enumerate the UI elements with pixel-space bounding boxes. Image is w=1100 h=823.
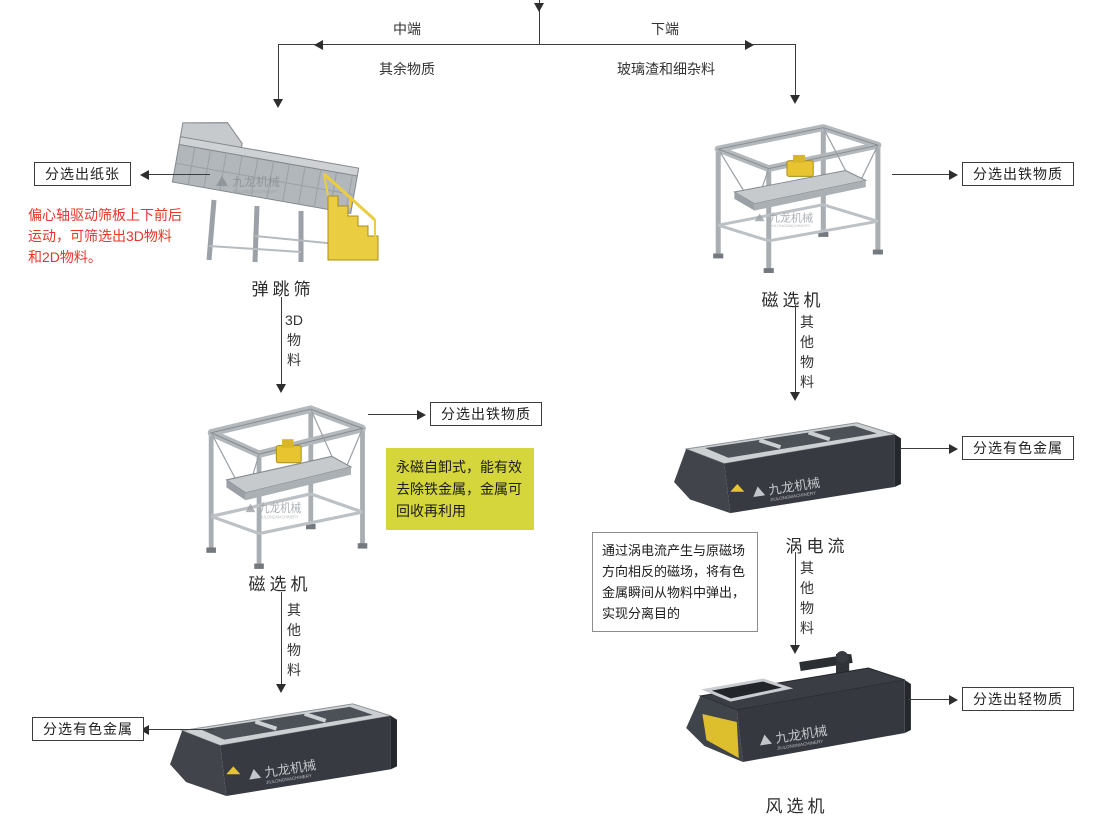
output-box-light: 分选出轻物质 (962, 687, 1074, 711)
watermark-en: JIULONGMACHINERY (259, 514, 299, 519)
arrowhead-nonferrous-right-icon (949, 444, 958, 454)
arrowhead-other-right-1-icon (790, 392, 800, 401)
output-box-nonferrous-right: 分选有色金属 (962, 436, 1074, 460)
feed-opening (701, 678, 794, 702)
arrowhead-paper-icon (140, 170, 149, 180)
jiulong-logo-icon (216, 176, 228, 186)
connector-iron-left (368, 414, 418, 415)
branch-label-bottom: 下端 (651, 21, 679, 37)
arrowhead-split-left-icon (314, 40, 323, 50)
machine-magnetic-separator-left: 九龙机械 JIULONGMACHINERY (192, 392, 374, 570)
magnetic-separator-illustration: 九龙机械 JIULONGMACHINERY (206, 405, 368, 569)
machine-label-air-separator: 风选机 (765, 797, 829, 816)
arrowhead-drop-right-icon (790, 95, 800, 104)
material-label-mid: 其余物质 (379, 61, 435, 77)
branch-label-mid: 中端 (393, 21, 421, 37)
machine-bounce-screen: 九龙机械 JIULONGMACHINERY (158, 110, 395, 270)
arrowhead-3d-icon (276, 384, 286, 393)
watermark-cn: 九龙机械 (769, 210, 813, 224)
machine-magnetic-separator-right: 九龙机械 JIULONGMACHINERY (698, 112, 890, 274)
jiulong-logo-icon (753, 486, 766, 498)
eddy-current-illustration: 九龙机械 JIULONGMACHINERY (170, 703, 397, 797)
bounce-screen-note: 偏心轴驱动筛板上下前后 运动，可筛选出3D物料 和2D物料。 (28, 207, 182, 265)
arrowhead-light-icon (949, 695, 958, 705)
flow-line-other-right-1 (795, 305, 796, 395)
machine-label-magnetic-left: 磁选机 (248, 575, 312, 594)
flow-line-3d (281, 297, 282, 387)
machine-label-eddy-current: 涡电流 (785, 537, 849, 556)
machine-air-separator: 九龙机械 JIULONGMACHINERY (670, 650, 918, 776)
flow-line-feed (539, 0, 540, 45)
bounce-screen-illustration: 九龙机械 JIULONGMACHINERY (171, 122, 379, 263)
bounce-screen-legs (206, 199, 340, 263)
arrowhead-drop-left-icon (273, 99, 283, 108)
connector-nonferrous-right (900, 448, 950, 449)
eddy-note: 通过涡电流产生与原磁场 方向相反的磁场，将有色 金属瞬间从物料中弹出， 实现分离… (592, 532, 758, 632)
arrowhead-split-right-icon (745, 40, 754, 50)
flow-label-3d-material: 3D 物 料 (285, 312, 303, 368)
flow-label-other-right-2: 其 他 物 料 (800, 560, 814, 636)
eddy-current-illustration: 九龙机械 JIULONGMACHINERY (674, 422, 901, 514)
connector-paper (149, 174, 210, 175)
jiulong-logo-icon (759, 734, 772, 746)
magnetic-separator-illustration: 九龙机械 JIULONGMACHINERY (713, 124, 883, 274)
warning-triangle-icon (226, 766, 241, 775)
output-box-iron-left: 分选出铁物质 (430, 402, 542, 426)
air-separator-illustration: 九龙机械 JIULONGMACHINERY (686, 651, 911, 762)
magnet-motor (275, 445, 302, 464)
magnetic-watermark: 九龙机械 JIULONGMACHINERY (754, 210, 813, 228)
magnet-motor (786, 160, 814, 177)
eddy-watermark: 九龙机械 JIULONGMACHINERY (753, 475, 821, 502)
output-box-paper: 分选出纸张 (34, 162, 131, 186)
connector-light (908, 699, 950, 700)
machine-label-bounce-screen: 弹跳筛 (251, 280, 315, 299)
bounce-screen-stairs (322, 172, 379, 261)
flow-label-other-right-1: 其 他 物 料 (800, 314, 814, 390)
watermark-en: JIULONGMACHINERY (770, 490, 817, 502)
jiulong-logo-icon (245, 503, 256, 513)
warning-triangle-icon (730, 483, 745, 492)
watermark-en: JIULONGMACHINERY (232, 189, 278, 194)
connector-nonferrous-left (149, 729, 213, 730)
bounce-screen-watermark: 九龙机械 JIULONGMACHINERY (216, 174, 280, 194)
flow-line-other-right-2 (795, 552, 796, 648)
flow-line-other-left (281, 592, 282, 687)
air-separator-pipes (799, 651, 853, 678)
machine-label-magnetic-right: 磁选机 (761, 291, 825, 310)
arrowhead-feed-down-icon (534, 3, 544, 12)
jiulong-logo-icon (249, 768, 262, 780)
arrowhead-iron-left-icon (417, 410, 426, 420)
bounce-screen-trough (171, 122, 360, 215)
flow-line-drop-right (795, 44, 796, 98)
machine-eddy-current-right: 九龙机械 JIULONGMACHINERY (660, 416, 906, 516)
arrowhead-other-left-icon (276, 684, 286, 693)
connector-iron-right (892, 174, 950, 175)
flow-line-drop-left (278, 44, 279, 102)
watermark-cn: 九龙机械 (232, 174, 280, 189)
yellow-panel (702, 714, 739, 758)
watermark-cn: 九龙机械 (259, 500, 301, 515)
flow-label-other-left: 其 他 物 料 (287, 602, 301, 678)
arrowhead-other-right-2-icon (790, 645, 800, 654)
output-box-iron-right: 分选出铁物质 (962, 162, 1074, 186)
jiulong-logo-icon (754, 213, 765, 222)
watermark-en: JIULONGMACHINERY (769, 223, 811, 228)
material-label-bottom: 玻璃渣和细杂料 (617, 61, 715, 77)
output-box-nonferrous-left: 分选有色金属 (32, 717, 144, 741)
magnetic-note: 永磁自卸式，能有效 去除铁金属，金属可 回收再利用 (386, 448, 534, 530)
magnetic-watermark: 九龙机械 JIULONGMACHINERY (245, 500, 301, 520)
arrowhead-nonferrous-left-icon (140, 725, 149, 735)
machine-eddy-current-left: 九龙机械 JIULONGMACHINERY (156, 697, 402, 799)
flow-line-split (278, 44, 796, 45)
arrowhead-iron-right-icon (949, 170, 958, 180)
